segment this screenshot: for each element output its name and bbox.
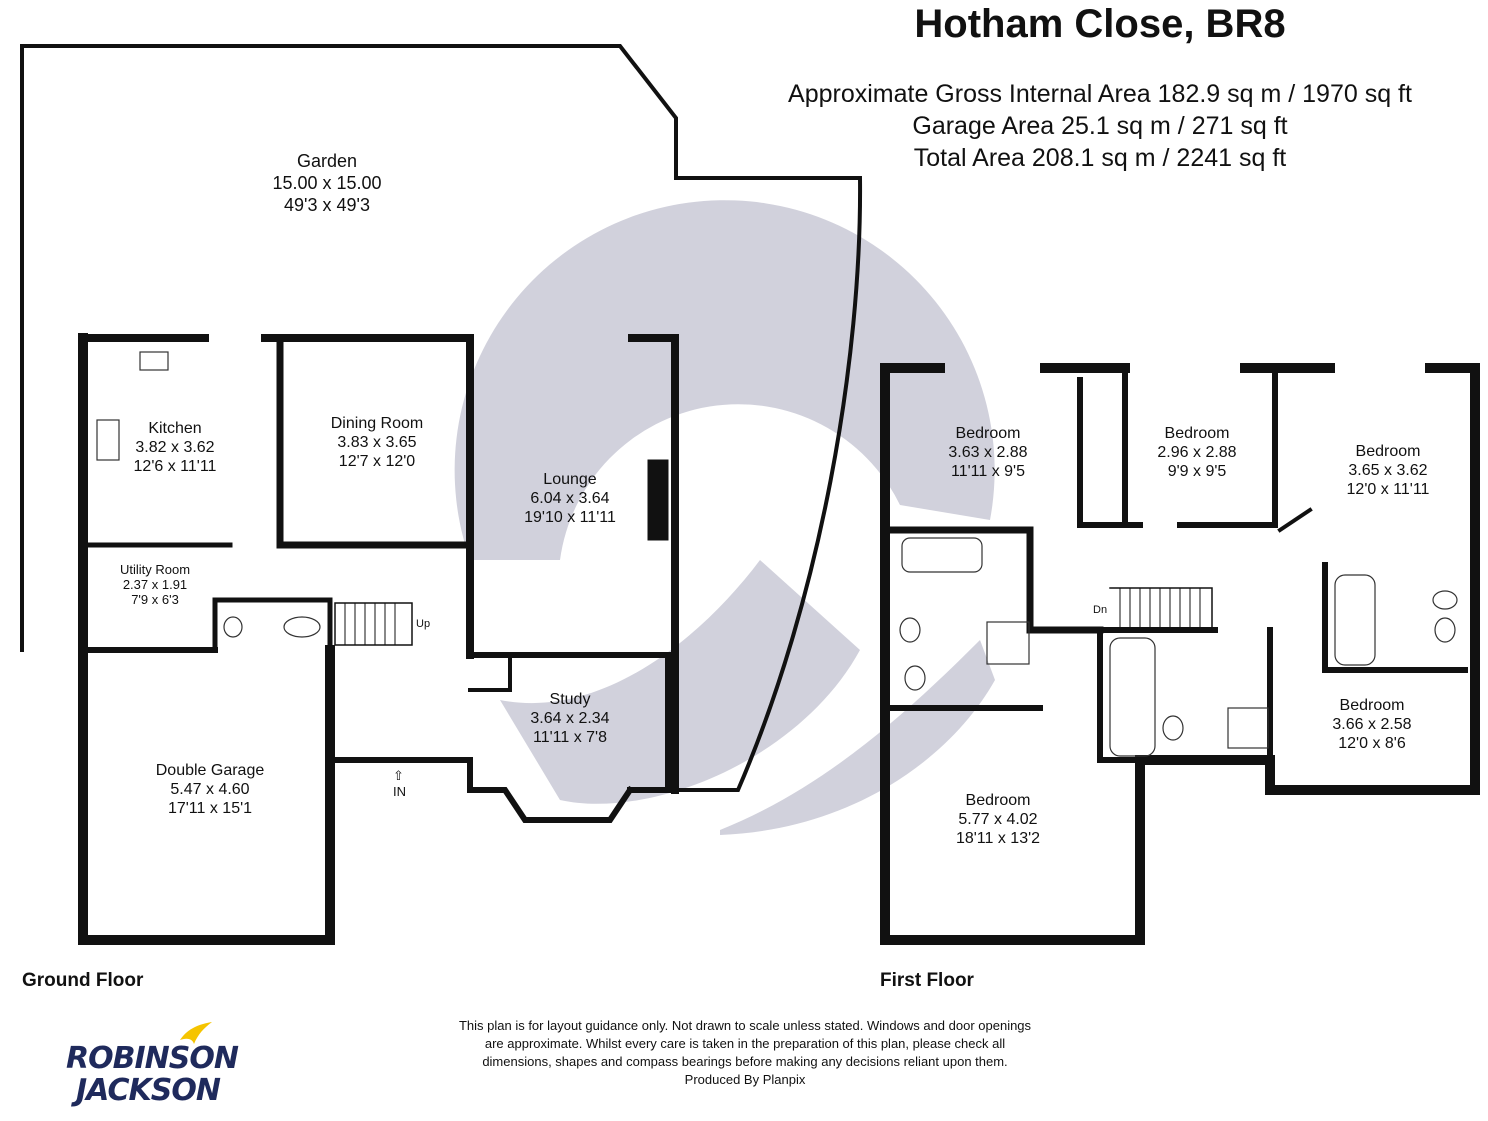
room-metric: 3.82 x 3.62 — [135, 439, 215, 456]
room-name: Bedroom — [965, 792, 1031, 809]
room-metric: 15.00 x 15.00 — [272, 173, 382, 193]
total-area: Total Area 208.1 sq m / 2241 sq ft — [913, 144, 1287, 172]
room-metric: 2.37 x 1.91 — [122, 577, 188, 592]
room-imperial: 12'0 x 8'6 — [1338, 735, 1406, 752]
room-name: Study — [549, 691, 591, 708]
room-metric: 2.96 x 2.88 — [1157, 444, 1237, 461]
room-metric: 6.04 x 3.64 — [530, 490, 610, 507]
room-name: Bedroom — [955, 425, 1021, 442]
room-name: Lounge — [543, 471, 597, 488]
room-name: Garden — [296, 151, 358, 171]
room-metric: 3.63 x 2.88 — [948, 444, 1028, 461]
disclaimer-line: This plan is for layout guidance only. N… — [458, 1018, 1032, 1033]
walls — [20, 44, 1480, 945]
room-study: Study 3.64 x 2.34 11'11 x 7'8 — [500, 690, 640, 747]
room-kitchen: Kitchen 3.82 x 3.62 12'6 x 11'11 — [105, 419, 245, 476]
disclaimer-line: are approximate. Whilst every care is ta… — [484, 1036, 1006, 1051]
room-lounge: Lounge 6.04 x 3.64 19'10 x 11'11 — [500, 470, 640, 527]
fixtures — [96, 351, 1458, 757]
room-imperial: 18'11 x 13'2 — [955, 830, 1041, 847]
room-imperial: 12'6 x 11'11 — [133, 458, 217, 475]
room-metric: 3.66 x 2.58 — [1332, 716, 1412, 733]
swallow-icon — [180, 1022, 212, 1044]
room-bedroom-3: Bedroom 3.65 x 3.62 12'0 x 11'11 — [1318, 442, 1458, 499]
room-imperial: 11'11 x 9'5 — [950, 463, 1025, 480]
room-imperial: 11'11 x 7'8 — [532, 729, 607, 746]
entrance-label: IN — [393, 784, 406, 799]
first-floor-label: First Floor — [880, 970, 974, 991]
room-metric: 3.83 x 3.65 — [337, 434, 417, 451]
room-name: Utility Room — [119, 562, 191, 577]
gross-internal-area: Approximate Gross Internal Area 182.9 sq… — [788, 80, 1412, 108]
room-metric: 3.65 x 3.62 — [1348, 462, 1428, 479]
room-metric: 3.64 x 2.34 — [530, 710, 610, 727]
room-metric: 5.77 x 4.02 — [958, 811, 1038, 828]
room-imperial: 9'9 x 9'5 — [1167, 463, 1227, 480]
room-imperial: 12'7 x 12'0 — [338, 453, 416, 470]
room-garden: Garden 15.00 x 15.00 49'3 x 49'3 — [237, 150, 417, 216]
room-utility-room: Utility Room 2.37 x 1.91 7'9 x 6'3 — [100, 562, 210, 607]
room-imperial: 19'10 x 11'11 — [524, 509, 616, 526]
room-name: Bedroom — [1339, 697, 1405, 714]
room-imperial: 7'9 x 6'3 — [131, 592, 179, 607]
room-bedroom-4: Bedroom 3.66 x 2.58 12'0 x 8'6 — [1302, 696, 1442, 753]
room-name: Kitchen — [148, 420, 202, 437]
robinson-jackson-logo: ROBINSON JACKSON — [66, 1020, 239, 1115]
disclaimer: This plan is for layout guidance only. N… — [400, 1017, 1090, 1089]
room-double-garage: Double Garage 5.47 x 4.60 17'11 x 15'1 — [130, 761, 290, 818]
room-dining-room: Dining Room 3.83 x 3.65 12'7 x 12'0 — [307, 414, 447, 471]
room-name: Bedroom — [1355, 443, 1421, 460]
room-name: Bedroom — [1164, 425, 1230, 442]
room-bedroom-1: Bedroom 3.63 x 2.88 11'11 x 9'5 — [918, 424, 1058, 481]
room-imperial: 49'3 x 49'3 — [284, 195, 370, 215]
room-imperial: 17'11 x 15'1 — [167, 800, 253, 817]
stairs-up-label: Up — [416, 618, 431, 630]
entrance-arrow-icon: ⇧ — [393, 768, 404, 783]
room-bedroom-5: Bedroom 5.77 x 4.02 18'11 x 13'2 — [928, 791, 1068, 848]
stairs-down-label: Dn — [1093, 604, 1108, 616]
room-name: Double Garage — [155, 762, 265, 779]
disclaimer-line: Produced By Planpix — [684, 1072, 806, 1087]
logo-text-jackson: JACKSON — [76, 1073, 221, 1108]
room-bedroom-2: Bedroom 2.96 x 2.88 9'9 x 9'5 — [1127, 424, 1267, 481]
disclaimer-line: dimensions, shapes and compass bearings … — [482, 1054, 1008, 1069]
room-imperial: 12'0 x 11'11 — [1346, 481, 1430, 498]
room-name: Dining Room — [330, 415, 424, 432]
page-title: Hotham Close, BR8 — [914, 2, 1286, 46]
garage-area: Garage Area 25.1 sq m / 271 sq ft — [912, 112, 1288, 140]
ground-floor-label: Ground Floor — [22, 970, 144, 991]
room-metric: 5.47 x 4.60 — [170, 781, 250, 798]
watermark-logo — [454, 200, 995, 835]
logo-text-robinson: ROBINSON — [66, 1041, 239, 1076]
